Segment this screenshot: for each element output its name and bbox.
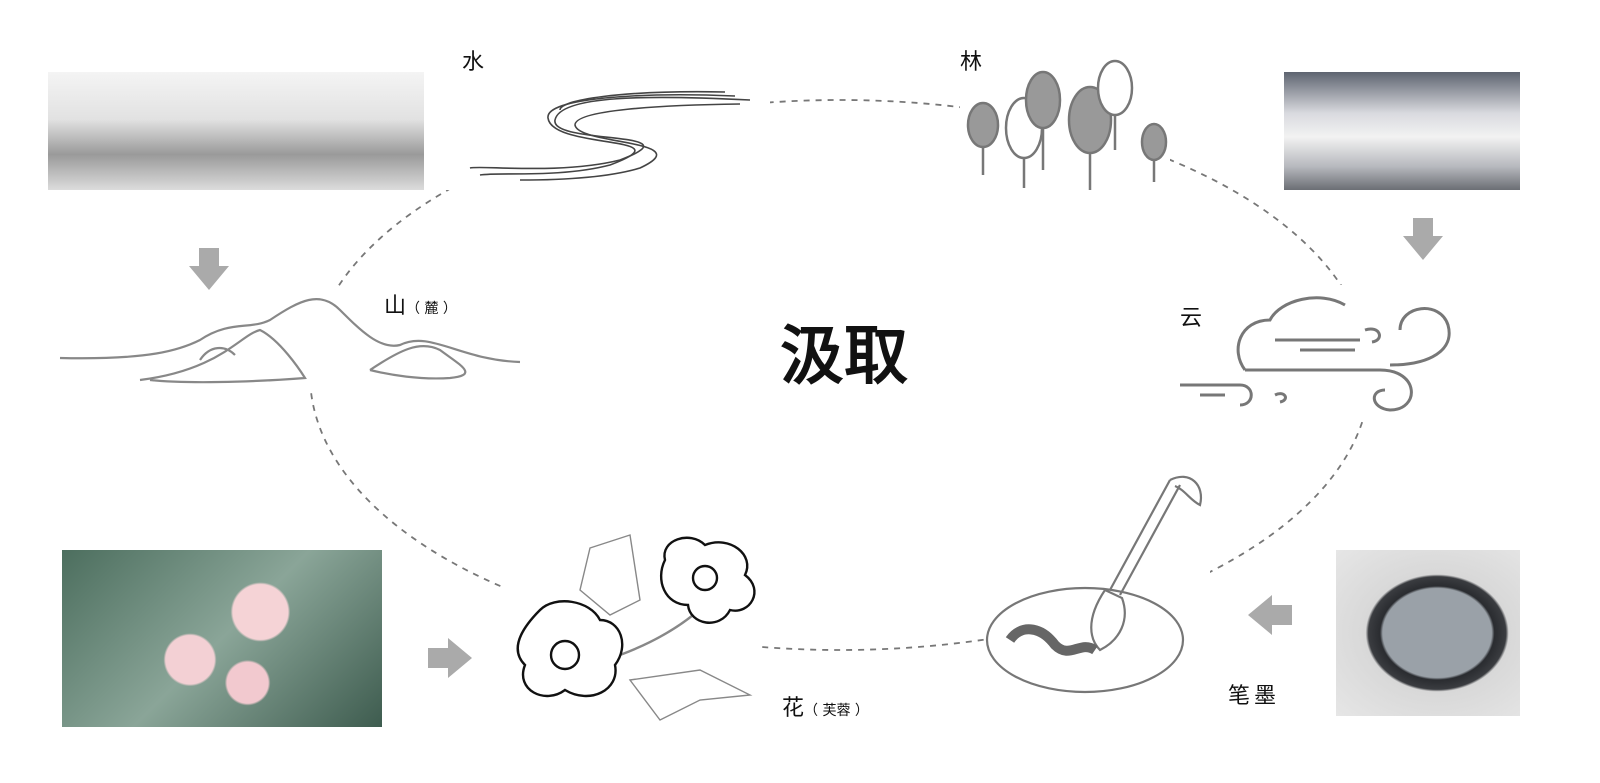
label-mountain-main: 山 — [384, 294, 407, 319]
mountain-outline-icon — [59, 290, 521, 390]
label-flower: 花（ 芙蓉 ） — [782, 690, 869, 722]
mountain-landscape-photo — [48, 72, 424, 190]
label-mountain: 山（ 麓 ） — [384, 288, 457, 320]
label-water: 水 — [462, 50, 485, 75]
hibiscus-painting-photo — [62, 550, 382, 727]
arrow-right-icon — [428, 638, 472, 678]
cloud-sea-photo — [1284, 72, 1520, 190]
label-cloud: 云 — [1180, 306, 1203, 331]
arrow-down-icon — [1403, 218, 1443, 260]
label-flower-sub: （ 芙蓉 ） — [804, 703, 869, 719]
water-lines-icon — [440, 80, 770, 190]
label-flower-main: 花 — [782, 696, 805, 721]
label-ink: 笔墨 — [1228, 684, 1281, 709]
forest-trees-icon — [960, 59, 1170, 195]
arrows — [189, 218, 1443, 678]
inkstone-photo — [1336, 550, 1520, 716]
arrow-down-icon — [189, 248, 229, 290]
center-title: 汲取 — [780, 320, 908, 394]
arrow-left-icon — [1248, 595, 1292, 635]
hibiscus-flower-icon — [505, 530, 760, 721]
brush-inkstone-icon — [985, 470, 1210, 700]
label-forest: 林 — [960, 50, 983, 75]
label-mountain-sub: （ 麓 ） — [406, 301, 457, 317]
cloud-wind-icon — [1175, 285, 1460, 420]
